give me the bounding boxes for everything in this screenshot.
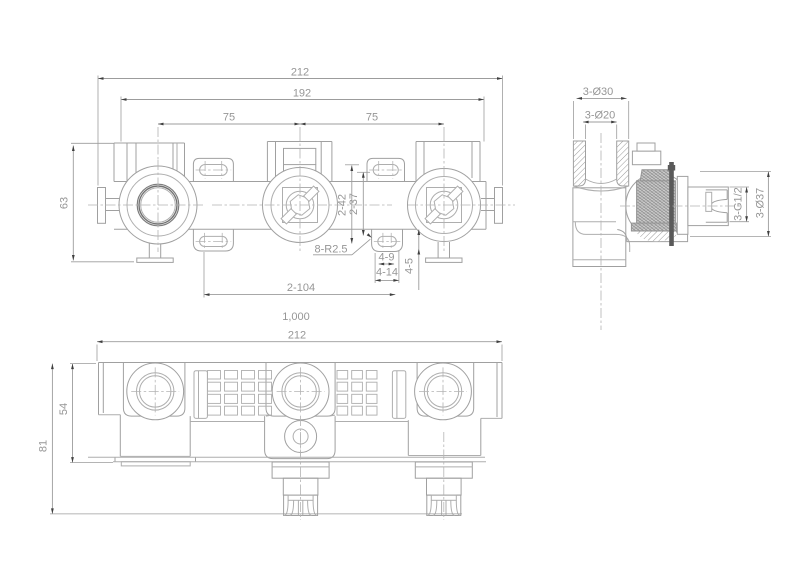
svg-text:3-Ø20: 3-Ø20 <box>585 110 616 122</box>
svg-text:4-14: 4-14 <box>376 267 398 279</box>
svg-text:2-37: 2-37 <box>348 193 360 215</box>
svg-text:4-9: 4-9 <box>379 252 395 264</box>
svg-text:192: 192 <box>293 88 311 100</box>
svg-text:3-G1/2: 3-G1/2 <box>733 187 745 221</box>
svg-text:2-42: 2-42 <box>336 194 348 216</box>
svg-text:212: 212 <box>291 67 309 79</box>
svg-text:4-5: 4-5 <box>403 258 415 274</box>
svg-text:1,000: 1,000 <box>282 311 310 323</box>
svg-text:81: 81 <box>38 440 50 452</box>
svg-text:2-104: 2-104 <box>287 282 315 294</box>
svg-text:63: 63 <box>59 197 71 209</box>
svg-text:3-Ø30: 3-Ø30 <box>583 86 614 98</box>
svg-text:3-Ø37: 3-Ø37 <box>754 188 766 219</box>
svg-text:212: 212 <box>288 329 306 341</box>
svg-text:75: 75 <box>223 112 235 124</box>
svg-text:8-R2.5: 8-R2.5 <box>314 244 347 256</box>
svg-text:75: 75 <box>366 112 378 124</box>
svg-text:54: 54 <box>58 403 70 415</box>
